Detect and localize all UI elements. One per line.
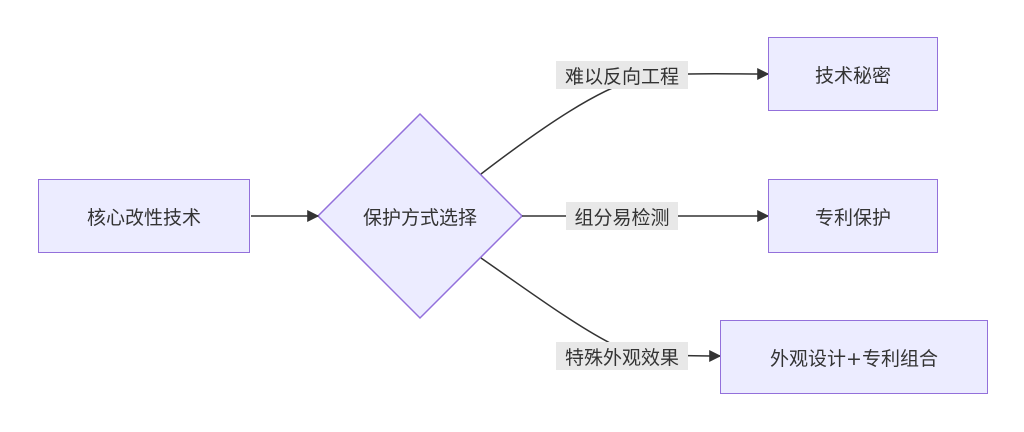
decision-diamond [316, 112, 524, 320]
node-design-patent-combo: 外观设计+专利组合 [720, 320, 988, 394]
edge-label-special-appearance: 特殊外观效果 [556, 342, 688, 370]
edge-label-easy-detect: 组分易检测 [566, 202, 678, 230]
node-core-modification-tech: 核心改性技术 [38, 179, 250, 253]
decision-label: 保护方式选择 [362, 206, 477, 229]
node-trade-secret: 技术秘密 [768, 37, 938, 111]
node-patent-protection: 专利保护 [768, 179, 938, 253]
edge-label-hard-to-reverse: 难以反向工程 [556, 61, 688, 89]
